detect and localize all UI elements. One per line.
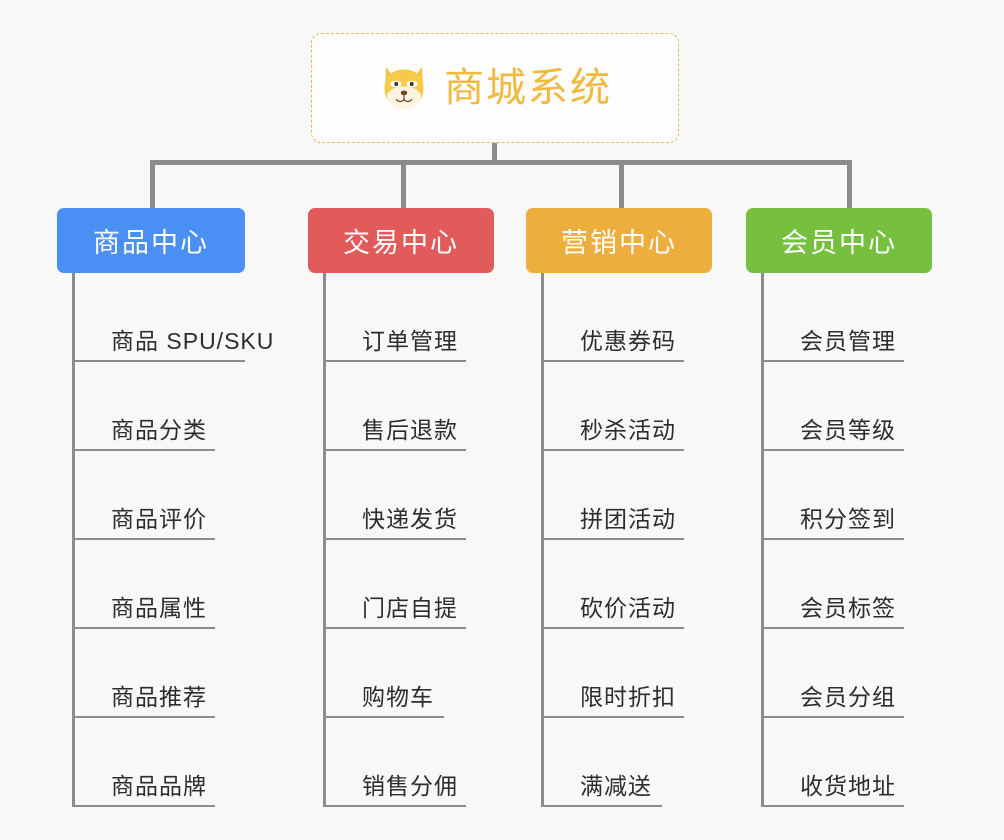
connector-drop-product-center <box>150 160 155 210</box>
leaf-label: 快递发货 <box>362 506 458 533</box>
root-node-shopping-mall-system[interactable]: 商城系统 <box>311 33 679 143</box>
leaf-label: 拼团活动 <box>580 506 676 533</box>
leaf-label: 商品评价 <box>111 506 207 533</box>
leaf-label: 会员标签 <box>800 595 896 622</box>
category-node-member-center[interactable]: 会员中心 <box>746 208 932 273</box>
leaf-label: 限时折扣 <box>580 684 676 711</box>
leaf-list-member-center: 会员管理 会员等级 积分签到 会员标签 会员分组 收货地址 <box>761 273 932 807</box>
leaf-item[interactable]: 会员分组 <box>764 629 904 718</box>
leaf-label: 销售分佣 <box>362 773 458 800</box>
root-node-label: 商城系统 <box>444 66 612 110</box>
connector-drop-trade-center <box>401 160 406 210</box>
leaf-item[interactable]: 秒杀活动 <box>544 362 684 451</box>
branch-member-center: 会员中心 会员管理 会员等级 积分签到 会员标签 会员分组 收货地址 <box>746 208 932 807</box>
leaf-item[interactable]: 商品分类 <box>75 362 215 451</box>
leaf-item[interactable]: 购物车 <box>326 629 444 718</box>
leaf-label: 会员分组 <box>800 684 896 711</box>
leaf-item[interactable]: 订单管理 <box>326 273 466 362</box>
leaf-label: 购物车 <box>362 684 434 711</box>
connector-drop-marketing-center <box>619 160 624 210</box>
category-node-product-center[interactable]: 商品中心 <box>57 208 245 273</box>
leaf-item[interactable]: 收货地址 <box>764 718 904 807</box>
leaf-label: 优惠券码 <box>580 328 676 355</box>
leaf-item[interactable]: 会员等级 <box>764 362 904 451</box>
branch-marketing-center: 营销中心 优惠券码 秒杀活动 拼团活动 砍价活动 限时折扣 满减送 <box>526 208 712 807</box>
leaf-item[interactable]: 拼团活动 <box>544 451 684 540</box>
leaf-list-marketing-center: 优惠券码 秒杀活动 拼团活动 砍价活动 限时折扣 满减送 <box>541 273 712 807</box>
leaf-label: 会员等级 <box>800 417 896 444</box>
leaf-label: 满减送 <box>580 773 652 800</box>
leaf-label: 秒杀活动 <box>580 417 676 444</box>
leaf-item[interactable]: 积分签到 <box>764 451 904 540</box>
leaf-label: 收货地址 <box>800 773 896 800</box>
leaf-item[interactable]: 商品推荐 <box>75 629 215 718</box>
leaf-item[interactable]: 商品品牌 <box>75 718 215 807</box>
connector-horizontal-bus <box>150 160 852 165</box>
leaf-item[interactable]: 商品评价 <box>75 451 215 540</box>
leaf-label: 商品 SPU/SKU <box>111 328 275 355</box>
category-node-marketing-center[interactable]: 营销中心 <box>526 208 712 273</box>
leaf-label: 商品推荐 <box>111 684 207 711</box>
leaf-item[interactable]: 砍价活动 <box>544 540 684 629</box>
leaf-label: 砍价活动 <box>580 595 676 622</box>
leaf-label: 门店自提 <box>362 595 458 622</box>
leaf-item[interactable]: 快递发货 <box>326 451 466 540</box>
category-label: 商品中心 <box>93 228 209 258</box>
category-label: 交易中心 <box>343 228 459 258</box>
branch-trade-center: 交易中心 订单管理 售后退款 快递发货 门店自提 购物车 销售分佣 <box>308 208 494 807</box>
branch-product-center: 商品中心 商品 SPU/SKU 商品分类 商品评价 商品属性 商品推荐 商品品牌 <box>57 208 273 807</box>
leaf-item[interactable]: 优惠券码 <box>544 273 684 362</box>
leaf-item[interactable]: 满减送 <box>544 718 662 807</box>
leaf-item[interactable]: 售后退款 <box>326 362 466 451</box>
leaf-label: 积分签到 <box>800 506 896 533</box>
leaf-item[interactable]: 商品属性 <box>75 540 215 629</box>
leaf-item[interactable]: 限时折扣 <box>544 629 684 718</box>
leaf-list-trade-center: 订单管理 售后退款 快递发货 门店自提 购物车 销售分佣 <box>323 273 494 807</box>
connector-root-stem <box>492 143 497 165</box>
leaf-list-product-center: 商品 SPU/SKU 商品分类 商品评价 商品属性 商品推荐 商品品牌 <box>72 273 273 807</box>
leaf-label: 售后退款 <box>362 417 458 444</box>
category-label: 会员中心 <box>781 228 897 258</box>
leaf-item[interactable]: 销售分佣 <box>326 718 466 807</box>
leaf-label: 商品分类 <box>111 417 207 444</box>
connector-drop-member-center <box>847 160 852 210</box>
shiba-dog-face-icon <box>384 66 424 109</box>
leaf-item[interactable]: 商品 SPU/SKU <box>75 273 273 362</box>
leaf-label: 订单管理 <box>362 328 458 355</box>
category-label: 营销中心 <box>561 228 677 258</box>
leaf-label: 商品品牌 <box>111 773 207 800</box>
leaf-item[interactable]: 门店自提 <box>326 540 466 629</box>
leaf-label: 会员管理 <box>800 328 896 355</box>
leaf-item[interactable]: 会员标签 <box>764 540 904 629</box>
leaf-label: 商品属性 <box>111 595 207 622</box>
leaf-item[interactable]: 会员管理 <box>764 273 904 362</box>
category-node-trade-center[interactable]: 交易中心 <box>308 208 494 273</box>
